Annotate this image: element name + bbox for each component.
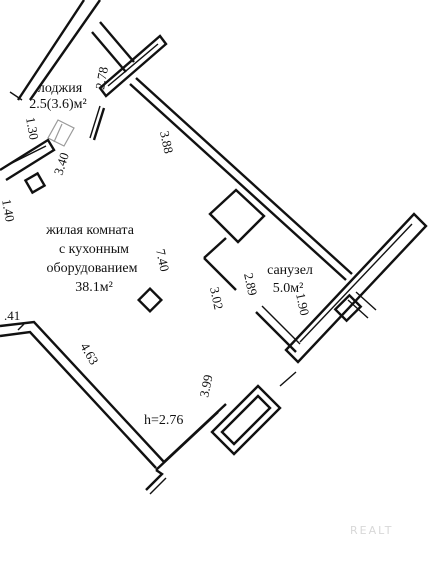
loggia-window xyxy=(98,34,168,98)
dim-0-41: .41 xyxy=(4,308,20,323)
bathroom-partitions xyxy=(203,237,301,353)
dim-2-89: 2.89 xyxy=(241,272,260,297)
bathroom-right-wall xyxy=(284,212,428,364)
watermark: REALT xyxy=(350,524,393,537)
column-symbol xyxy=(136,286,164,314)
ceiling-height: h=2.76 xyxy=(144,413,183,428)
loggia-area: 2.5(3.6)м² xyxy=(29,97,86,112)
loggia-walls xyxy=(9,0,135,101)
loggia-door-leaf xyxy=(92,107,106,141)
dim-1-40: 1.40 xyxy=(0,198,18,223)
bottom-wall xyxy=(0,320,165,469)
dim-1-30: 1.30 xyxy=(23,116,42,141)
bathroom-name: санузел xyxy=(267,263,313,278)
dim-3-02: 3.02 xyxy=(207,286,226,311)
loggia-hatch xyxy=(47,119,75,147)
dim-7-40: 7.40 xyxy=(153,248,172,273)
bath-fixture xyxy=(333,293,363,323)
dim-3-40: 3.40 xyxy=(51,151,72,177)
loggia-name: лоджия xyxy=(38,81,83,96)
left-wall-window xyxy=(0,138,56,195)
radiator-symbol xyxy=(23,171,47,195)
dim-3-88: 3.88 xyxy=(157,130,176,155)
kitchen-block xyxy=(208,188,266,244)
bathroom-area: 5.0м² xyxy=(273,281,304,296)
loggia-door-jamb xyxy=(89,105,101,139)
dim-3-99: 3.99 xyxy=(196,373,215,398)
dim-2-78: 2.78 xyxy=(92,66,111,91)
living-name-line1: жилая комната xyxy=(45,223,135,238)
dim-4-63: 4.63 xyxy=(77,340,101,367)
entrance-wall xyxy=(145,371,297,495)
living-name-line3: оборудованием xyxy=(47,261,138,276)
living-area: 38.1м² xyxy=(75,280,113,295)
living-name-line2: с кухонным xyxy=(59,242,129,257)
top-wall xyxy=(129,77,353,281)
dim-1-90: 1.90 xyxy=(293,292,312,317)
